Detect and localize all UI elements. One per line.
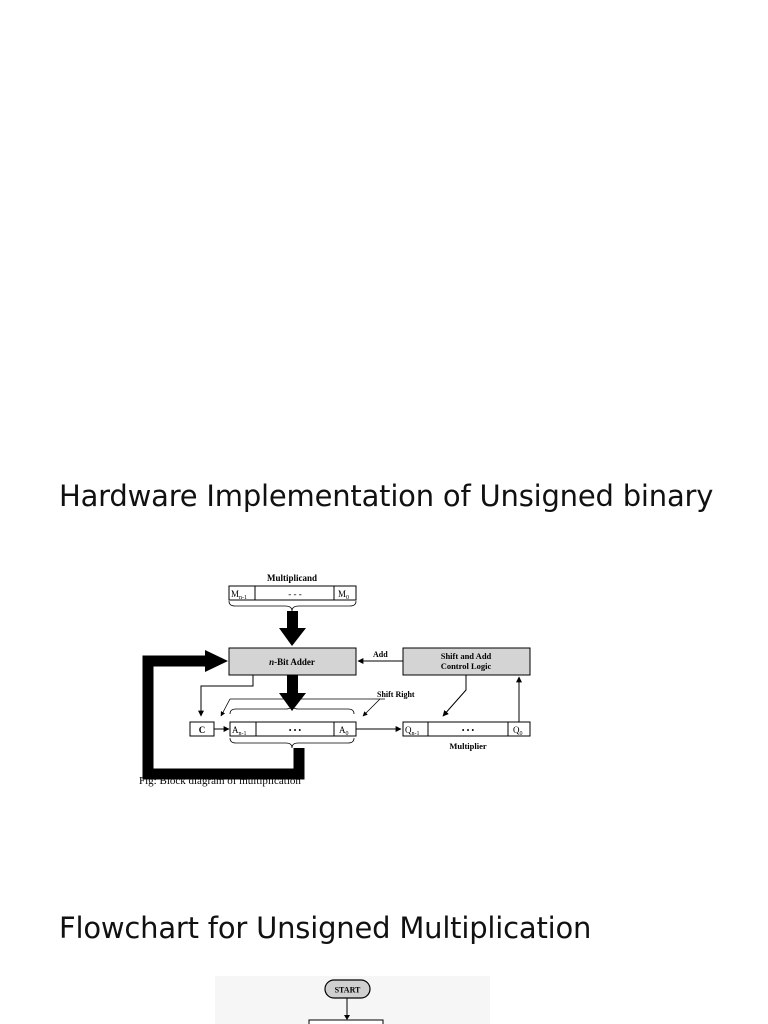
a-low-cell: A0 [339,725,349,737]
add-label: Add [373,650,388,659]
multiplication-block-diagram: Multiplicand Mn-1 - - - M0 n-Bit Adder S… [139,573,531,787]
m-high-cell: Mn-1 [231,589,247,601]
a-register: An-1 • • • A0 [229,721,357,737]
section-heading-hardware: Hardware Implementation of Unsigned bina… [59,479,714,513]
carry-arrow [198,675,254,717]
adder-box: n-Bit Adder [228,647,357,676]
q-low-cell: Q0 [513,725,523,737]
m-low-cell: M0 [338,589,349,601]
control-logic-line2: Control Logic [441,661,492,671]
a-dots: • • • [289,726,302,735]
section-heading-flowchart: Flowchart for Unsigned Multiplication [59,911,592,945]
start-label: START [335,986,361,995]
q-high-cell: Qn-1 [405,725,420,737]
thick-arrow-adder-to-a [279,675,306,711]
control-logic-box: Shift and Add Control Logic [402,647,531,676]
m-dots: - - - [288,589,302,599]
shift-arrow-q [442,675,467,717]
adder-label: n-Bit Adder [269,657,315,667]
a-register-brace-top [229,703,355,715]
initialize-step-box [308,1019,384,1024]
feedback-arrowhead [205,650,228,672]
multiplicand-label: Multiplicand [267,573,317,583]
a-high-cell: An-1 [232,725,247,737]
shift-arrow-a [362,698,381,717]
multiplicand-brace [228,600,357,612]
feedback-loop-arrow [142,655,305,780]
multiplier-label: Multiplier [449,741,487,751]
multiplicand-register: Mn-1 - - - M0 [228,585,357,601]
start-terminal: START [324,979,371,999]
shift-arrow-c [220,698,231,717]
figure-caption: Fig: Block diagram of multiplication [139,775,301,787]
carry-register: C [189,721,215,737]
multiplier-register: Qn-1 • • • Q0 [402,721,531,737]
thick-arrow-multiplicand-to-adder [279,611,306,646]
carry-label: C [199,725,206,735]
shift-right-label: Shift Right [377,690,415,699]
control-logic-line1: Shift and Add [441,651,492,661]
multiplication-flowchart: START [215,976,490,1024]
a-register-brace-bottom [229,737,355,749]
start-arrowhead [344,1015,350,1020]
q-dots: • • • [462,726,475,735]
